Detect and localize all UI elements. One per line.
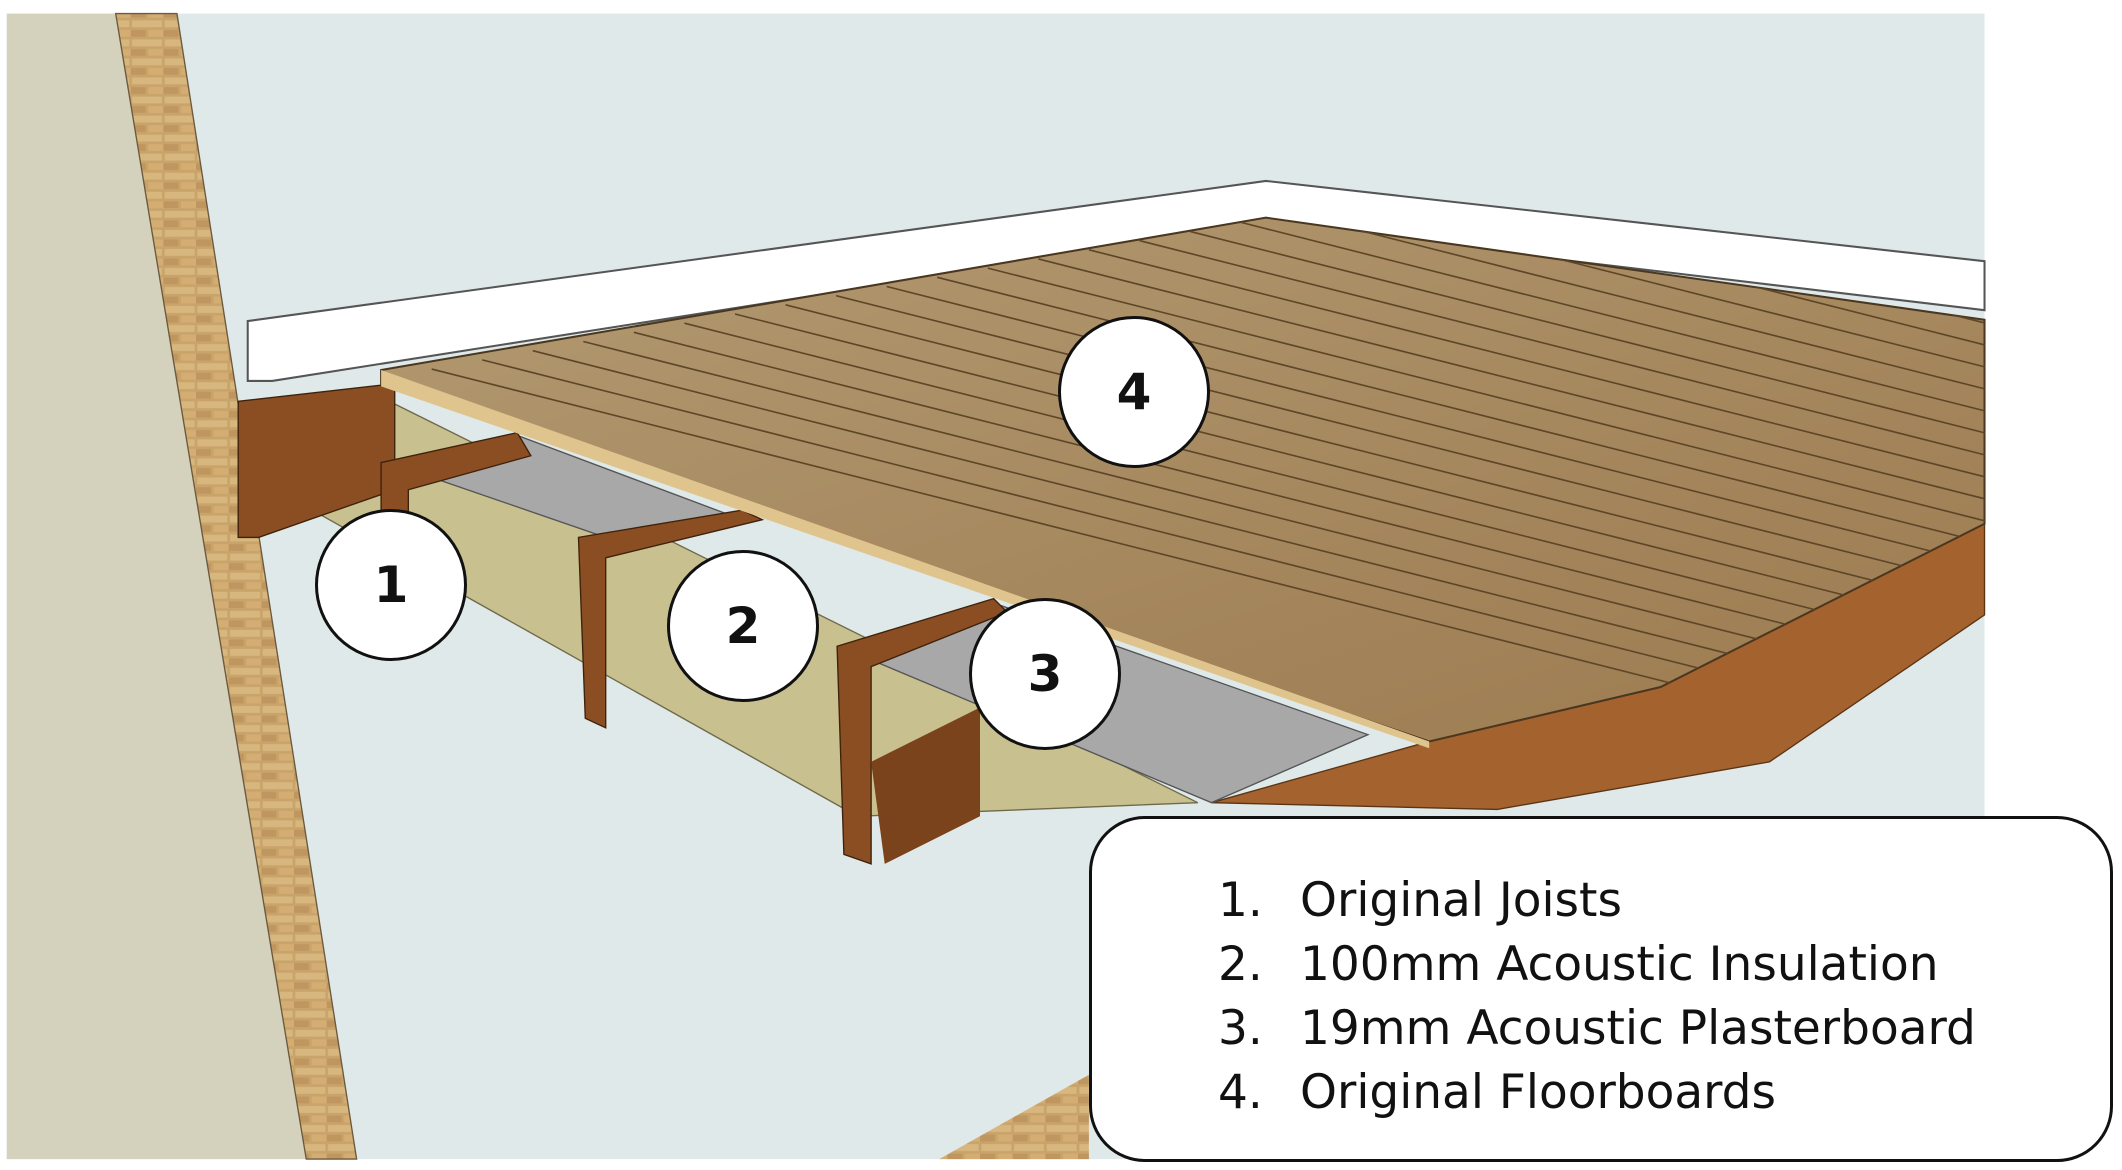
floorboard-seam (1038, 258, 1985, 742)
legend-number: 3. (1218, 1001, 1263, 1056)
floorboard-seam (987, 267, 1985, 742)
floorboard-seam (482, 359, 1985, 742)
legend-number: 4. (1218, 1065, 1263, 1120)
floorboard-edge (381, 370, 1430, 749)
brick-wall-edge (114, 12, 358, 1160)
legend-text: Original Joists (1300, 873, 1622, 928)
lower-brick (939, 1074, 1089, 1160)
joist (871, 707, 981, 864)
joist (237, 382, 396, 539)
skirting-board (246, 179, 1986, 382)
legend-item: 4. Original Floorboards (1218, 1061, 1976, 1125)
legend-text: Original Floorboards (1300, 1065, 1776, 1120)
legend-item: 3. 19mm Acoustic Plasterboard (1218, 997, 1976, 1061)
floorboard-seam (633, 331, 1985, 742)
floorboard-seam (1189, 230, 1985, 716)
legend-number: 2. (1218, 937, 1263, 992)
floorboard-seam (431, 368, 1985, 742)
legend-box: 1. Original Joists 2. 100mm Acoustic Insul… (1089, 816, 2113, 1162)
floorboard-seam (937, 276, 1985, 742)
floorboard-seam (684, 322, 1985, 742)
floorboard-seam (1139, 239, 1985, 725)
floorboard-seam (1240, 221, 1985, 707)
floorboard-seam (532, 349, 1985, 742)
callout-1: 1 (315, 509, 467, 661)
legend-item: 1. Original Joists (1218, 869, 1976, 933)
callout-2: 2 (667, 550, 819, 702)
floorboard-seam (1341, 217, 1985, 688)
legend-text: 19mm Acoustic Plasterboard (1300, 1001, 1976, 1056)
legend-text: 100mm Acoustic Insulation (1300, 937, 1939, 992)
callout-4: 4 (1058, 316, 1210, 468)
legend-item: 2. 100mm Acoustic Insulation (1218, 933, 1976, 997)
floorboard-seam (1290, 217, 1985, 697)
callout-3: 3 (969, 598, 1121, 750)
joist (836, 597, 1009, 865)
side-wall (6, 13, 307, 1160)
floorboard-seam (734, 313, 1985, 742)
legend-list: 1. Original Joists 2. 100mm Acoustic Insul… (1218, 869, 1976, 1125)
floorboard-seam (1088, 248, 1985, 734)
legend-number: 1. (1218, 873, 1263, 928)
floorboard-seam (583, 340, 1985, 742)
